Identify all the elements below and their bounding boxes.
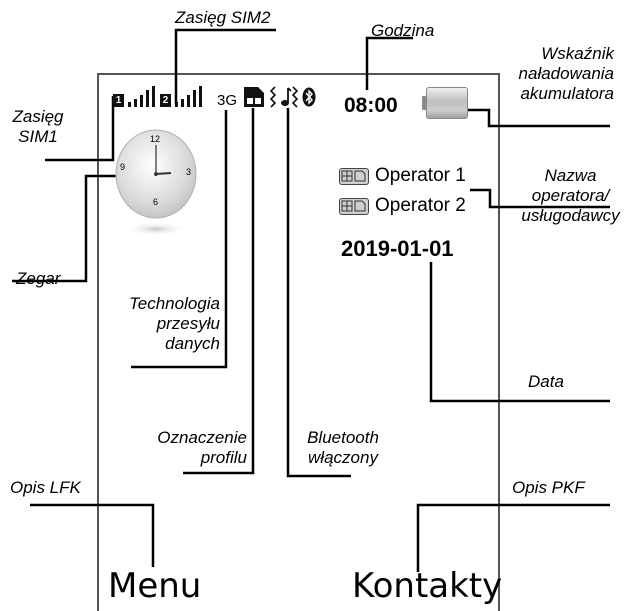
label-lsk: Opis LFK [10,478,81,497]
leader-bluetooth [286,108,351,478]
label-battery-line2: naładowania [518,64,614,83]
operator-2: Operator 2 [339,195,466,217]
label-data-tech-line1: Technologia [128,294,220,313]
operator-1: Operator 1 [339,165,466,187]
label-time: Godzina [371,21,435,40]
right-softkey-contacts[interactable]: Kontakty [352,566,503,606]
label-sim2-signal: Zasięg SIM2 [175,8,271,27]
signal-bars-icon [128,86,155,107]
screen-top-border [97,73,500,75]
clock-numeral-9: 9 [120,162,126,172]
label-battery-line1: Wskaźnik [541,44,614,63]
label-sim1-signal: Zasięg SIM1 [2,107,74,147]
leader-sim1 [45,96,115,162]
music-note-icon [281,87,292,106]
clock-numeral-12: 12 [150,134,161,144]
network-type-label: 3G [217,92,238,109]
vibrate-icon [269,86,277,108]
leader-operator [470,188,610,209]
leader-profile [183,108,255,475]
vibrate-right-icon [291,86,299,108]
leader-clock [12,174,138,283]
label-rsk: Opis PKF [512,478,585,497]
label-date: Data [528,372,564,391]
label-sim1-line1: Zasięg [12,107,64,126]
sim1-signal-indicator: 1 [113,86,158,108]
leader-lsk [30,503,155,567]
label-battery-line3: akumulatora [520,84,614,103]
screen-date: 2019-01-01 [341,236,454,261]
status-time: 08:00 [344,94,398,117]
operator-1-name: Operator 1 [375,165,466,186]
label-clock: Zegar [16,269,61,288]
sim-card-icon [339,197,369,215]
label-profile-line1: Oznaczenie [157,428,247,447]
leader-date [429,262,610,403]
leader-sim2 [174,28,276,104]
label-bluetooth: Bluetooth włączony [283,428,403,468]
leader-battery [467,108,610,128]
sim1-badge-icon: 1 [113,94,124,107]
screen-right-border [498,74,500,611]
label-profile-line2: profilu [200,448,247,467]
label-operator: Nazwa operatora/ usługodawcy [500,166,641,226]
operator-2-name: Operator 2 [375,195,466,216]
label-operator-line2: operatora/ [531,186,610,205]
label-operator-line1: Nazwa [544,166,597,185]
clock-numeral-6: 6 [153,197,159,207]
clock-numeral-3: 3 [186,167,192,177]
sim2-signal-indicator: 2 [160,86,205,108]
label-bluetooth-line1: Bluetooth [307,428,379,447]
leader-data-tech [131,110,228,369]
left-softkey-menu[interactable]: Menu [108,566,202,606]
screen-left-border [97,74,99,611]
label-data-tech: Technologia przesyłu danych [100,294,220,354]
label-battery: Wskaźnik naładowania akumulatora [492,44,614,104]
analog-clock [115,129,197,236]
label-bluetooth-line2: włączony [308,448,378,467]
label-sim1-line2: SIM1 [18,127,58,146]
leader-time [365,36,413,90]
label-profile: Oznaczenie profilu [110,428,247,468]
sim-card-icon [339,167,369,185]
label-data-tech-line3: danych [165,334,220,353]
label-data-tech-line2: przesyłu [156,314,220,333]
profile-icon [244,87,264,107]
label-operator-line3: usługodawcy [521,206,620,225]
leader-rsk [416,503,610,572]
sim2-badge-icon: 2 [160,94,171,107]
bluetooth-icon [302,87,316,107]
signal-bars-icon [175,86,202,107]
battery-icon [422,87,470,121]
